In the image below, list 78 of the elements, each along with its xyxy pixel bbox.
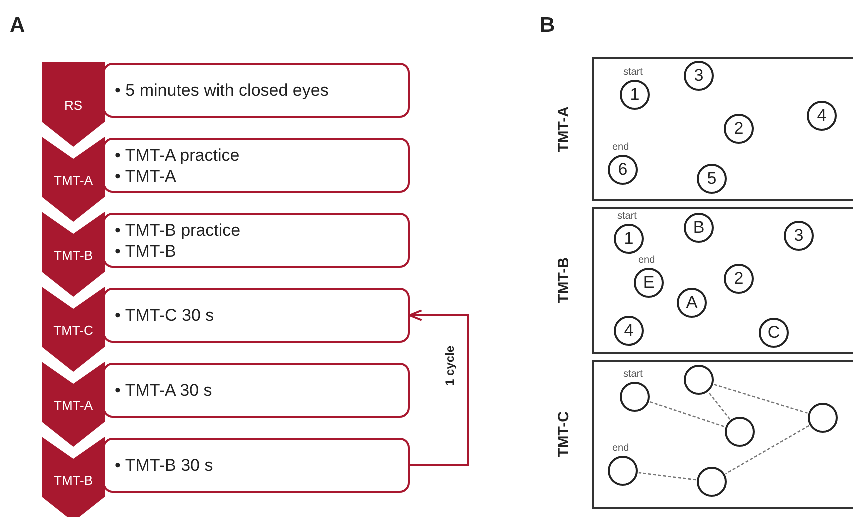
chevron-step	[42, 287, 105, 372]
number-circle	[608, 456, 638, 486]
step-box	[103, 363, 410, 418]
number-circle	[724, 114, 754, 144]
step-label: TMT-B	[53, 248, 94, 263]
panel-label: TMT-C	[554, 412, 572, 458]
chevron-step	[42, 212, 105, 297]
panel-label: TMT-A	[554, 106, 572, 152]
circle-label: 4	[817, 106, 827, 126]
circle-label: 6	[618, 160, 628, 180]
circle-label: 3	[794, 226, 804, 246]
circle-caption: end	[612, 443, 630, 454]
number-circle	[697, 164, 727, 194]
circle-caption: end	[638, 255, 656, 266]
number-circle	[784, 221, 814, 251]
circle-label: 1	[624, 229, 634, 249]
panel-letter: A	[10, 14, 26, 38]
step-label: TMT-A	[53, 173, 94, 188]
bullet-item: • TMT-A	[115, 166, 178, 186]
step-label: TMT-B	[53, 473, 94, 488]
step-box	[103, 63, 410, 118]
dashed-line	[708, 392, 731, 420]
bullet-item: • 5 minutes with closed eyes	[115, 80, 329, 101]
number-circle	[807, 101, 837, 131]
number-circle	[614, 224, 644, 254]
panel-label: TMT-B	[554, 258, 572, 304]
number-circle	[614, 316, 644, 346]
step-box	[103, 288, 410, 343]
circle-caption: start	[624, 67, 643, 78]
circle-label: B	[693, 218, 705, 238]
bullet-item: • TMT-A 30 s	[115, 380, 212, 401]
circle-label: 3	[694, 66, 704, 86]
step-label: TMT-A	[53, 398, 94, 413]
dashed-line	[650, 401, 726, 428]
panel-letter: B	[540, 14, 556, 38]
circle-caption: start	[618, 211, 637, 222]
bullet-item: • TMT-B practice	[115, 220, 241, 240]
number-circle	[608, 155, 638, 185]
edge-label: 1 cycle	[443, 345, 458, 386]
circle-label: E	[643, 273, 655, 293]
step-box	[103, 438, 410, 493]
circle-label: 2	[734, 269, 744, 289]
number-circle	[677, 288, 707, 318]
bullet-item: • TMT-B	[115, 240, 178, 262]
circle-label: 1	[630, 85, 640, 105]
number-circle	[684, 365, 714, 395]
arrow	[408, 310, 469, 466]
number-circle	[725, 417, 755, 447]
circle-label: 5	[707, 169, 717, 189]
circle-label: A	[686, 293, 698, 313]
circle-label: C	[768, 323, 780, 343]
chevron-step	[42, 62, 105, 147]
dashed-line	[726, 425, 810, 475]
number-circle	[634, 268, 664, 298]
step-box	[103, 138, 410, 193]
dashed-line	[714, 384, 808, 414]
circle-caption: start	[624, 369, 643, 380]
step-label: TMT-C	[52, 323, 94, 338]
chevron-step	[42, 362, 105, 447]
number-circle	[808, 403, 838, 433]
step-box	[103, 213, 410, 268]
circle-caption: end	[612, 142, 630, 153]
number-circle	[759, 318, 789, 348]
dashed-line	[638, 472, 696, 481]
number-circle	[724, 264, 754, 294]
chevron-step	[42, 437, 105, 517]
chevron-step	[42, 137, 105, 222]
bullet-item: • TMT-C 30 s	[115, 305, 214, 326]
circle-label: 2	[734, 119, 744, 139]
bullet-item: • TMT-B 30 s	[115, 455, 214, 476]
bullet-item: • TMT-A practice	[115, 144, 240, 166]
number-circle	[697, 467, 727, 497]
step-label: RS	[63, 98, 84, 113]
circle-label: 4	[624, 321, 634, 341]
number-circle	[620, 382, 650, 412]
number-circle	[684, 213, 714, 243]
number-circle	[620, 80, 650, 110]
number-circle	[684, 61, 714, 91]
